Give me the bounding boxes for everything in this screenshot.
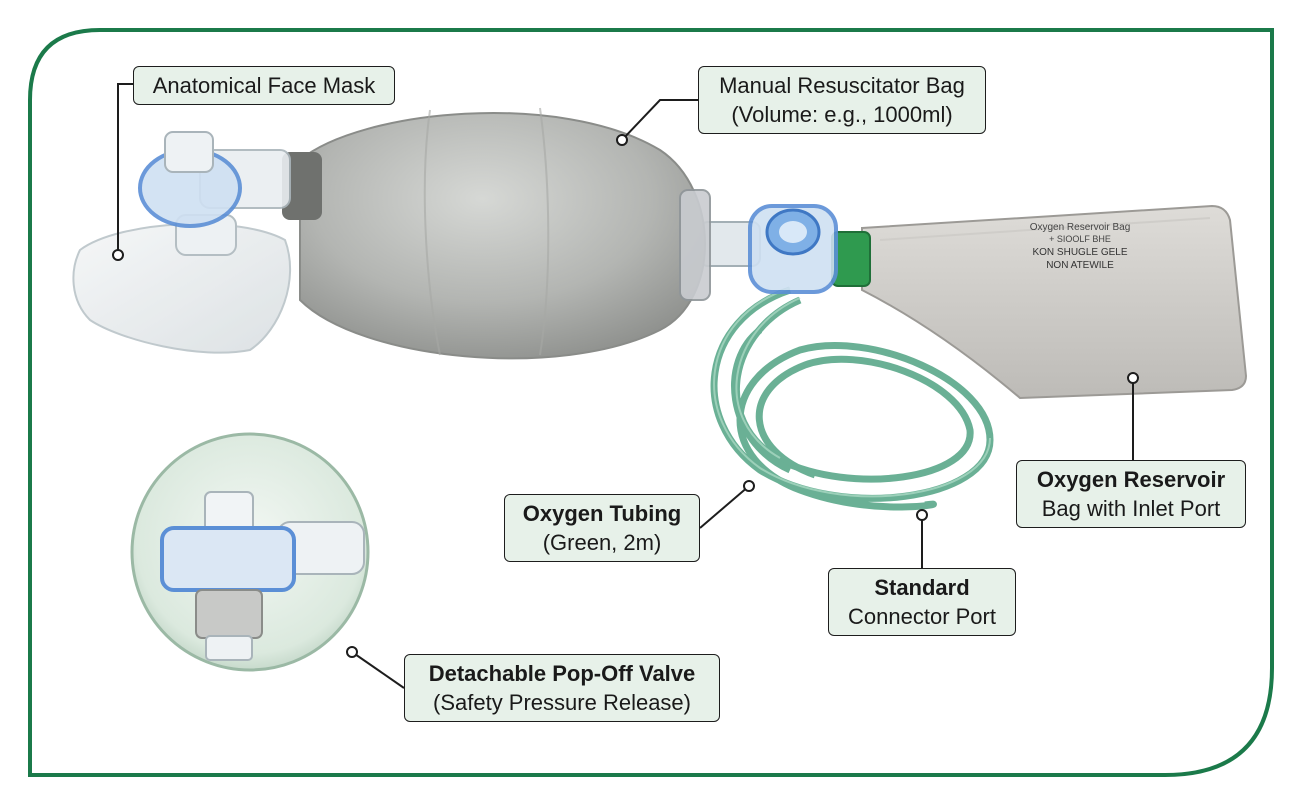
label-face-mask: Anatomical Face Mask xyxy=(133,66,395,105)
reservoir-print-2: + SIOOLF BHE xyxy=(1049,234,1111,244)
label-oxygen-tubing-line2: (Green, 2m) xyxy=(542,530,662,555)
label-resuscitator-bag: Manual Resuscitator Bag (Volume: e.g., 1… xyxy=(698,66,986,134)
label-oxygen-reservoir-line1: Oxygen Reservoir xyxy=(1036,467,1226,492)
label-popoff-valve: Detachable Pop-Off Valve (Safety Pressur… xyxy=(404,654,720,722)
label-standard-connector-line2: Connector Port xyxy=(848,604,996,629)
label-popoff-valve-line1: Detachable Pop-Off Valve xyxy=(428,661,696,686)
label-face-mask-line1: Anatomical Face Mask xyxy=(152,73,376,98)
popoff-valve-inset xyxy=(130,432,370,672)
oxygen-reservoir-bag: Oxygen Reservoir Bag + SIOOLF BHE KON SH… xyxy=(861,204,1248,400)
label-popoff-valve-line2: (Safety Pressure Release) xyxy=(433,690,691,715)
label-oxygen-tubing: Oxygen Tubing (Green, 2m) xyxy=(504,494,700,562)
label-resuscitator-bag-line2: (Volume: e.g., 1000ml) xyxy=(731,102,953,127)
frame-border xyxy=(28,28,1274,777)
label-oxygen-tubing-line1: Oxygen Tubing xyxy=(522,501,682,526)
label-resuscitator-bag-line1: Manual Resuscitator Bag xyxy=(719,73,965,98)
label-oxygen-reservoir: Oxygen Reservoir Bag with Inlet Port xyxy=(1016,460,1246,528)
resuscitator-bag xyxy=(282,107,711,360)
label-standard-connector-line1: Standard xyxy=(874,575,970,600)
reservoir-print-3: KON SHUGLE GELE xyxy=(1032,247,1127,258)
face-mask xyxy=(72,131,292,354)
leader-dots xyxy=(112,134,1139,658)
leader-lines xyxy=(117,83,1134,689)
reservoir-print-4: NON ATEWILE xyxy=(1046,260,1114,271)
reservoir-print-1: Oxygen Reservoir Bag xyxy=(1030,222,1131,233)
label-oxygen-reservoir-line2: Bag with Inlet Port xyxy=(1041,496,1221,521)
intake-valve xyxy=(699,204,871,294)
label-standard-connector: Standard Connector Port xyxy=(828,568,1016,636)
